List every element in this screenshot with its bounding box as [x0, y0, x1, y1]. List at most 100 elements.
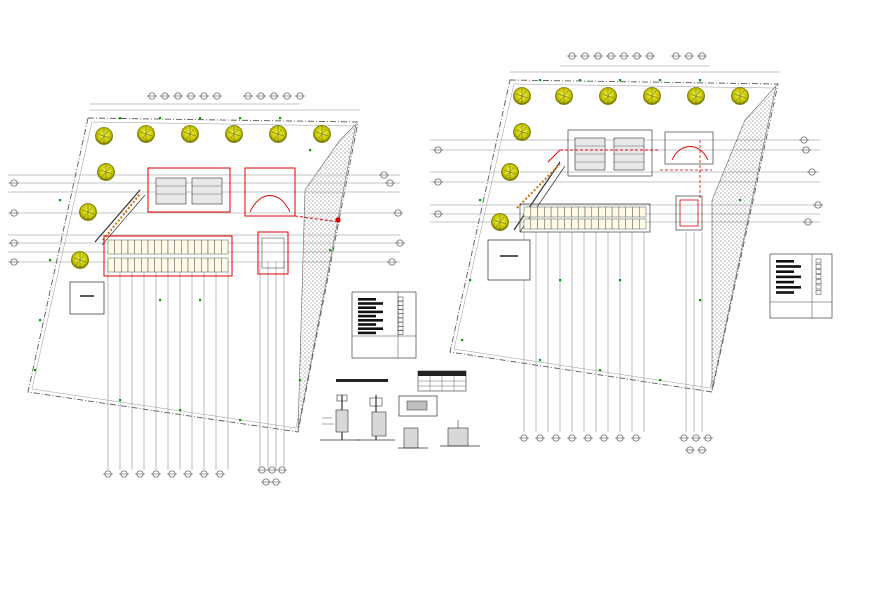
parking-stall — [174, 257, 182, 273]
parking-stall — [605, 206, 613, 218]
parking-stall — [625, 218, 633, 230]
parking-stall — [550, 206, 559, 218]
parking-stall — [537, 206, 545, 218]
parking-stall — [214, 257, 222, 273]
grid-bubble — [8, 258, 20, 266]
service-area — [244, 167, 341, 275]
grid-bubble — [185, 92, 197, 100]
left-dimension-bubbles — [432, 146, 444, 218]
grid-bubble — [256, 466, 268, 474]
grid-bubble — [378, 171, 390, 179]
bottom-dimension-bubbles — [518, 434, 714, 454]
top-dimension-bubbles — [566, 52, 708, 60]
grid-bubble — [102, 470, 114, 478]
grid-bubble — [683, 52, 695, 60]
grid-bubble — [614, 434, 626, 442]
parking-stall — [598, 206, 606, 218]
legend-row-text — [776, 275, 801, 279]
grid-bubble — [566, 52, 578, 60]
tree-icon — [555, 87, 573, 105]
parking-rows — [103, 235, 233, 277]
detail-section-4 — [398, 427, 428, 449]
vertical-grid-lines — [523, 232, 703, 432]
guard-house — [487, 239, 531, 281]
survey-marker — [239, 419, 242, 422]
parking-stall — [577, 218, 586, 230]
grid-bubble — [166, 470, 178, 478]
legend-table-left — [351, 291, 417, 359]
parking-stall — [523, 218, 532, 230]
grid-bubble — [276, 466, 288, 474]
parking-stall — [201, 257, 209, 273]
top-dimension-bubbles — [146, 92, 306, 100]
survey-marker — [239, 117, 242, 120]
survey-marker — [539, 79, 542, 82]
grid-bubble — [214, 470, 226, 478]
tree-icon — [643, 87, 661, 105]
site-boundary — [27, 117, 359, 433]
parking-stall — [181, 239, 189, 255]
grid-bubble — [384, 179, 396, 187]
parking-stall — [584, 218, 593, 230]
survey-marker — [199, 299, 202, 302]
building-block-upper — [147, 167, 231, 213]
grid-bubble — [696, 446, 708, 454]
parking-stall — [598, 218, 606, 230]
grid-bubble — [432, 178, 444, 186]
grid-bubble — [690, 434, 702, 442]
legend-row-text — [358, 310, 383, 314]
parking-stall — [544, 218, 552, 230]
grid-bubble — [242, 92, 254, 100]
parking-stall — [134, 239, 142, 255]
parking-stall — [611, 218, 620, 230]
tree-icon — [225, 125, 243, 143]
grid-bubble — [159, 92, 171, 100]
survey-marker — [159, 299, 162, 302]
grid-bubble — [394, 239, 406, 247]
vertical-grid-lines — [107, 262, 285, 470]
grid-bubble — [268, 92, 280, 100]
parking-stall — [141, 239, 149, 255]
parking-stall — [134, 257, 142, 273]
grid-bubble — [798, 136, 810, 144]
grid-bubble — [134, 470, 146, 478]
tree-icon — [687, 87, 705, 105]
parking-stall — [154, 239, 162, 255]
survey-marker — [579, 79, 582, 82]
survey-marker — [179, 409, 182, 412]
parking-stall — [147, 257, 155, 273]
grid-bubble — [678, 434, 690, 442]
parking-stall — [107, 257, 115, 273]
parking-stall — [564, 218, 572, 230]
grid-bubble — [198, 92, 210, 100]
grid-bubble — [802, 218, 814, 226]
survey-marker — [329, 249, 332, 252]
detail-table — [417, 370, 467, 392]
legend-symbol-icon — [815, 269, 822, 274]
tree-icon — [269, 125, 287, 143]
legend-symbol-icon — [815, 258, 822, 264]
grid-bubble — [800, 146, 812, 154]
legend-row-text — [776, 260, 794, 263]
detail-section-3 — [398, 395, 438, 417]
detail-section-2 — [355, 395, 395, 441]
grid-bubble — [211, 92, 223, 100]
parking-stall — [187, 257, 195, 273]
hatched-slope-area — [297, 123, 357, 431]
legend-row-text — [776, 291, 794, 294]
parking-stall — [523, 206, 532, 218]
legend-symbol-icon — [815, 289, 822, 295]
parking-stall — [544, 206, 552, 218]
guard-house — [69, 281, 105, 315]
parking-stall — [127, 257, 135, 273]
left-dimension-bubbles — [8, 179, 20, 266]
grid-bubble — [702, 434, 714, 442]
grid-bubble — [150, 470, 162, 478]
parking-stall — [557, 206, 565, 218]
grid-bubble — [550, 434, 562, 442]
parking-stall — [207, 239, 215, 255]
parking-stall — [174, 239, 182, 255]
tree-icon — [181, 125, 199, 143]
